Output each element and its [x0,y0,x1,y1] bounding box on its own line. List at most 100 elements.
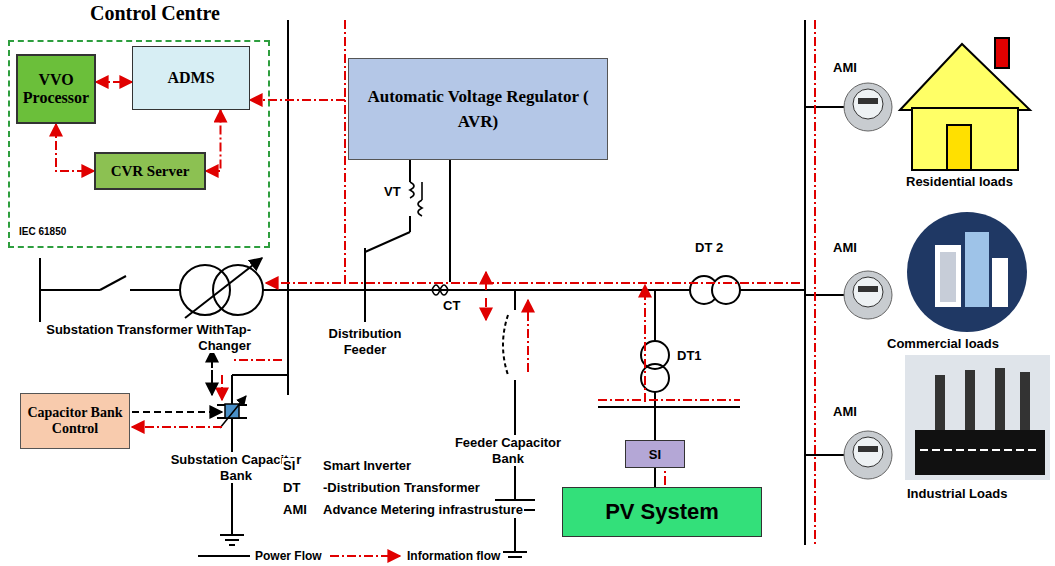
drawing-part [712,276,740,304]
drawing-part [940,252,956,302]
meter-label: AMI [832,240,858,256]
region-heading: Control Centre [90,2,220,25]
drawing-part [598,399,740,401]
drawing-part [508,556,522,558]
drawing-part [229,544,235,546]
drawing-part [250,99,345,101]
ami-meters [844,83,892,479]
drawing-part [527,300,529,372]
drawing-part [220,534,244,536]
drawing-part [654,290,656,341]
box-text: PV System [605,499,719,525]
drawing-part [449,160,451,282]
drawing-part [844,431,892,479]
capacitor-label: Feeder Capacitor Bank [452,435,564,466]
drawing-part [900,44,1030,110]
variable-capacitor-arrow [220,396,246,428]
drawing-part [231,375,233,405]
drawing-part [598,406,740,408]
bus-label: Distribution Feeder [322,326,408,357]
box-text: Capacitor Bank Control [27,405,123,437]
drawing-part [947,125,971,170]
drawing-part [853,277,883,307]
legend-text: Information flow [407,549,500,563]
adms-box: ADMS [132,46,250,110]
transformer-label: DT 2 [694,240,724,256]
feeder-switch [503,315,508,375]
control-signal [132,350,222,412]
drawing-part [995,38,1009,68]
drawing-part [485,298,487,320]
power-line [654,468,656,487]
drawing-part [344,20,346,283]
drawing-part [804,20,806,545]
drawing-part [858,286,878,292]
drawing-part [432,290,448,295]
drawing-part [965,232,989,307]
box-text: VVO Processor [23,71,89,107]
legend-key: DT [282,480,301,496]
meter-label: AMI [832,404,858,420]
drawing-part [805,454,850,456]
drawing-part [844,83,892,131]
info-flow [132,20,815,545]
drawing-part [514,290,516,310]
drawing-part [1020,372,1030,435]
load-label: Residential loads [905,174,1014,190]
drawing-part [365,232,410,252]
transformer-label: Substation Transformer WithTap-Changer [45,322,252,353]
drawing-part [858,446,878,452]
drawing-part [485,272,487,290]
drawing-part [965,370,975,435]
drawing-part [100,276,126,290]
vt-coil [410,182,422,216]
drawing-part [211,370,213,395]
info-flow-connector [56,124,94,171]
avr-box: Automatic Voltage Regulator ( AVR) [348,58,608,160]
box-text: CVR Server [111,163,190,180]
drawing-part [185,258,262,318]
drawing-part [644,285,646,402]
drawing-part [225,539,239,541]
drawing-part [995,368,1005,435]
meter-label: AMI [832,60,858,76]
drawing-part [364,248,366,322]
cvr-server-box: CVR Server [94,152,206,190]
drawing-part [287,20,289,395]
drawing-part [992,258,1008,307]
drawing-part [920,449,1040,451]
drawing-part [40,289,100,291]
power-lines [40,20,850,557]
drawing-part [410,182,414,198]
drawing-part [330,555,400,557]
drawing-part [853,89,883,119]
legend-text: Smart Inverter [322,458,412,474]
legend-key: AMI [282,502,308,518]
capacitor-control-box: Capacitor Bank Control [20,393,130,449]
drawing-part [664,470,666,485]
commercial-icon [907,212,1027,332]
drawing-part [232,359,282,361]
drawing-part [130,289,180,291]
standard-label: IEC 61850 [18,226,67,238]
info-flow-connector [206,110,221,171]
load-label: Commercial loads [886,336,1000,352]
drawing-part [805,106,850,108]
drawing-part [266,282,800,284]
drawing-part [905,355,1050,480]
vvo-processor-box: VVO Processor [16,54,96,124]
drawing-part [935,245,961,307]
drawing-part [907,212,1027,332]
smart-inverter-box: SI [625,440,685,468]
load-label: Industrial Loads [906,486,1008,502]
drawing-part [409,160,411,182]
drawing-part [503,315,508,375]
drawing-part [409,216,411,232]
transformer-label: DT1 [676,348,703,364]
box-text: SI [649,447,661,462]
coil-label: CT [442,298,461,314]
drawing-part [220,396,246,428]
drawing-part [858,98,878,104]
